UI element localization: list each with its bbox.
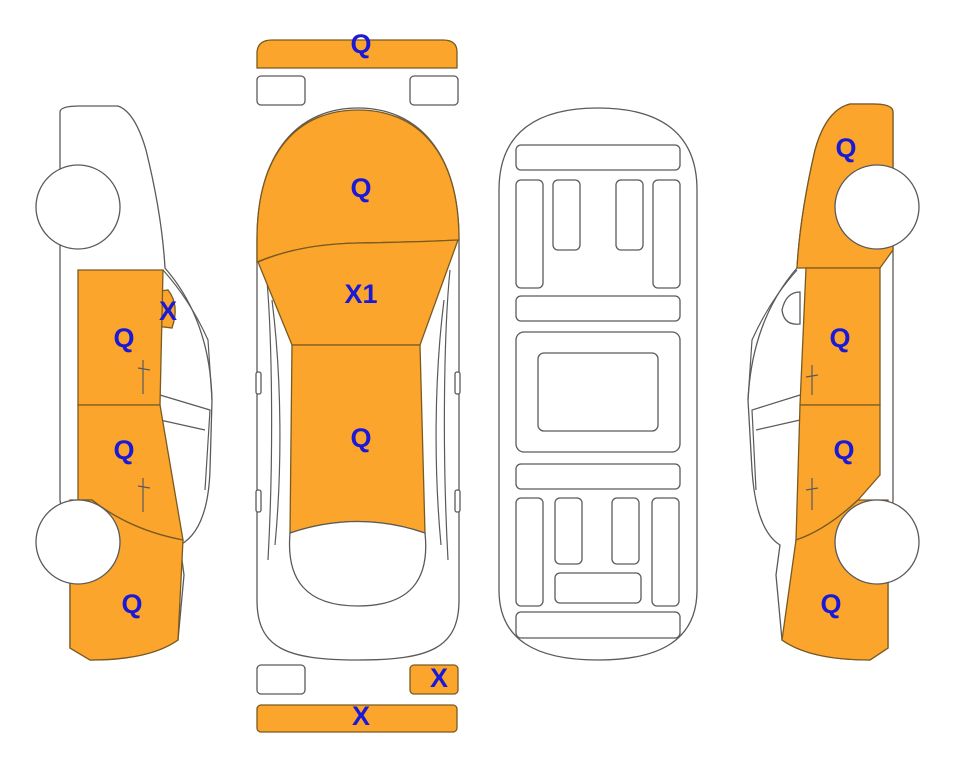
damage-code-right-front-fender: Q — [835, 133, 856, 163]
right-front-wheel — [834, 164, 920, 250]
headlight-right[interactable] — [409, 75, 459, 106]
right-door-handle — [805, 365, 819, 395]
damage-code-taillight-right: X — [430, 663, 448, 693]
left-door-handle — [137, 478, 151, 512]
underbody-panel — [537, 352, 659, 432]
taillight-right[interactable] — [409, 664, 459, 695]
underbody-view — [498, 107, 698, 661]
underbody-panel — [515, 611, 681, 639]
rear-bumper[interactable] — [256, 704, 458, 733]
body-contour-left — [265, 269, 281, 561]
underbody-panel — [515, 295, 681, 322]
damage-code-left-front-door: Q — [113, 323, 134, 353]
handle-top-right — [454, 489, 461, 513]
windshield[interactable] — [257, 239, 459, 346]
damage-code-rear-bumper: X — [352, 701, 370, 731]
right-door-handle — [805, 478, 819, 510]
damage-code-windshield: X1 — [344, 279, 377, 309]
left-front-wheel — [35, 164, 121, 250]
damage-code-left-rear-door: Q — [113, 435, 134, 465]
damage-code-left-rear-quarter: Q — [121, 589, 142, 619]
left-rear-wheel — [35, 499, 121, 585]
underbody-panel — [515, 144, 681, 171]
underbody-panel — [515, 497, 544, 607]
underbody-panel — [515, 463, 681, 490]
handle-top-left — [255, 489, 262, 513]
underbody-panel — [554, 572, 642, 604]
underbody-panel — [552, 179, 581, 251]
damage-code-right-rear-door: Q — [833, 435, 854, 465]
underbody-panel — [611, 497, 640, 565]
left-side-view: X Q Q Q — [35, 105, 213, 661]
damage-code-left-mirror: X — [159, 296, 177, 326]
right-window-line — [747, 269, 801, 491]
underbody-panel — [652, 179, 681, 289]
damage-code-front-bumper: Q — [350, 29, 371, 59]
taillight-left[interactable] — [256, 664, 306, 695]
damage-code-roof: Q — [350, 423, 371, 453]
right-side-view: Q Q Q Q — [747, 103, 920, 661]
body-contour-right — [435, 269, 451, 561]
damage-code-right-rear-quarter: Q — [820, 589, 841, 619]
damage-code-hood: Q — [350, 173, 371, 203]
mirror-top-left — [255, 371, 262, 395]
underbody-panel — [554, 497, 583, 565]
underbody-panel — [515, 179, 544, 289]
left-window-line — [159, 269, 213, 491]
mirror-top-right — [454, 371, 461, 395]
right-rear-wheel — [834, 499, 920, 585]
headlight-left[interactable] — [256, 75, 306, 106]
right-mirror — [781, 291, 801, 325]
front-bumper[interactable] — [256, 39, 458, 69]
top-view: Q Q X1 Q X X — [255, 29, 461, 733]
left-door-handle — [137, 360, 151, 394]
underbody-panel — [615, 179, 644, 251]
underbody-panel — [651, 497, 680, 607]
rear-window[interactable] — [288, 520, 427, 607]
damage-code-right-front-door: Q — [829, 323, 850, 353]
